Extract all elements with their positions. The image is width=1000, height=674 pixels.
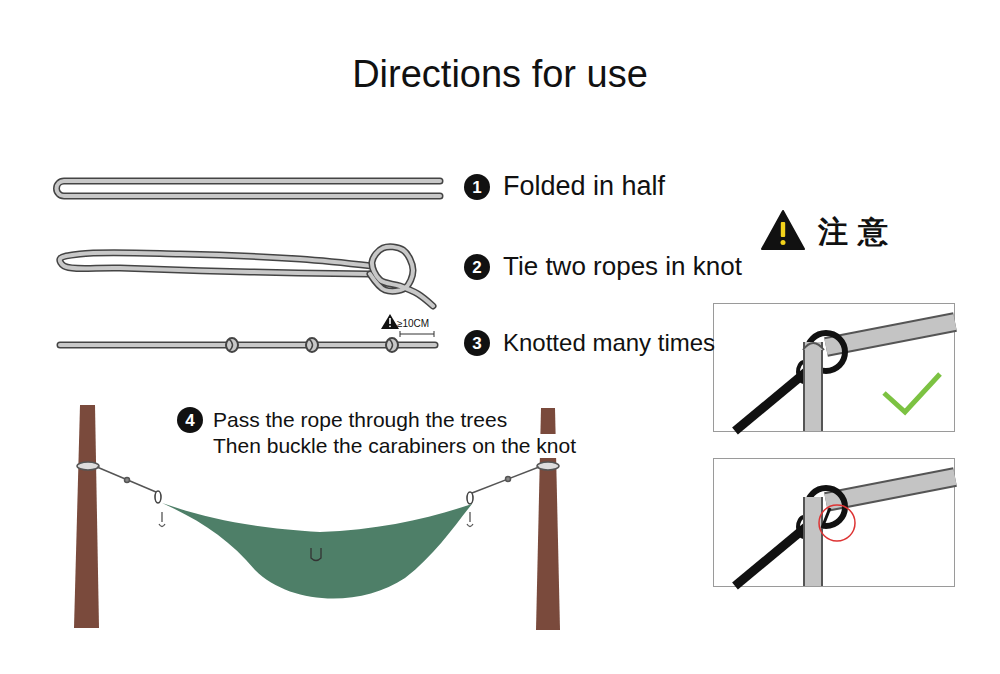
step-number-circle: 3 <box>464 330 490 356</box>
step-number: 4 <box>185 412 194 429</box>
suspension-rope <box>77 462 559 493</box>
step-number-circle: 4 <box>177 407 203 433</box>
rope-knot-line <box>229 339 233 351</box>
rope-knot-line <box>389 339 393 351</box>
rope <box>60 253 372 274</box>
rope <box>370 247 433 306</box>
rope-knot-line <box>309 339 313 351</box>
rope-drawings <box>57 181 441 352</box>
step-number: 3 <box>472 335 481 352</box>
detail-panel-wrong <box>714 459 956 587</box>
caution-label: 注 意 <box>818 215 888 250</box>
step-text: Then buckle the carabiners on the knot <box>211 434 578 458</box>
step-text: Tie two ropes in knot <box>503 252 742 282</box>
rope-outline <box>60 342 435 349</box>
rope-outline <box>60 253 372 274</box>
rope-knot <box>226 338 238 352</box>
rope <box>57 181 441 196</box>
carabiner <box>155 491 473 504</box>
diagram-title: Directions for use <box>352 53 648 97</box>
step-text: Folded in half <box>503 171 665 202</box>
step-number-circle: 2 <box>464 254 490 280</box>
step-number-circle: 1 <box>464 174 490 200</box>
rope-outline <box>57 181 441 196</box>
rope-knot <box>306 338 318 352</box>
hammock-cord <box>159 512 473 561</box>
warning-icon <box>762 211 804 249</box>
step-text: Knotted many times <box>503 329 715 357</box>
dimension-label: ≥10CM <box>397 318 429 330</box>
warning-icon <box>381 314 399 329</box>
rope <box>60 343 435 347</box>
dimension-mark <box>400 331 434 337</box>
step-text: Pass the rope through the trees <box>211 408 509 432</box>
detail-panel-correct <box>714 304 956 432</box>
rope-knot <box>386 338 398 352</box>
step-number: 2 <box>472 259 481 276</box>
step-number: 1 <box>472 179 481 196</box>
rope-outline <box>370 247 433 306</box>
hammock <box>162 503 472 599</box>
